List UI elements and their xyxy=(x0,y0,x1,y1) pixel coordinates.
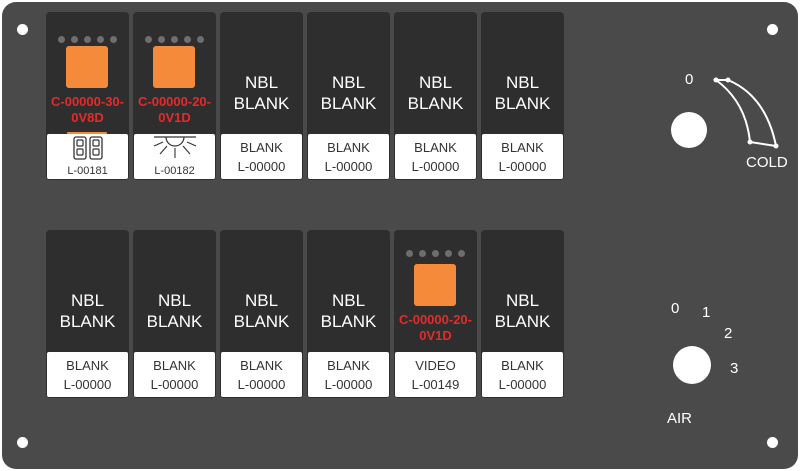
indicator-dots-top xyxy=(145,36,204,43)
indicator-dots-top xyxy=(406,250,465,257)
switch-r1-2[interactable]: C-00000-20-0V1D L-00182 xyxy=(133,12,216,180)
temperature-knob[interactable] xyxy=(671,112,707,148)
temp-zero-label: 0 xyxy=(685,71,694,88)
screw-top-left xyxy=(17,24,28,35)
air-label: AIR xyxy=(667,410,693,427)
screw-bottom-left xyxy=(17,437,28,448)
switch-label: L-00182 xyxy=(134,134,215,179)
cold-gradient-icon xyxy=(712,77,779,149)
switch-label: L-00181 xyxy=(47,134,128,179)
switch-code: C-00000-20-0V1D xyxy=(399,312,472,343)
air-knob[interactable] xyxy=(673,346,711,384)
air-tick-2: 2 xyxy=(724,325,733,342)
screw-bottom-right xyxy=(767,437,778,448)
air-tick-1: 1 xyxy=(702,304,711,321)
led-indicator xyxy=(414,264,456,306)
indicator-dots-top xyxy=(58,36,117,43)
led-indicator xyxy=(153,46,195,88)
switch-r1-1[interactable]: C-00000-30-0V8D L-00181 xyxy=(46,12,129,180)
screw-top-right xyxy=(767,24,778,35)
switch-code: C-00000-20-0V1D xyxy=(138,94,211,125)
led-indicator xyxy=(66,46,108,88)
cold-label: COLD xyxy=(746,154,788,171)
light-icon xyxy=(153,136,197,158)
air-tick-0: 0 xyxy=(671,300,680,317)
air-tick-3: 3 xyxy=(730,360,739,377)
switch-code: C-00000-30-0V8D xyxy=(51,94,124,125)
door-lock-icon xyxy=(73,136,103,160)
